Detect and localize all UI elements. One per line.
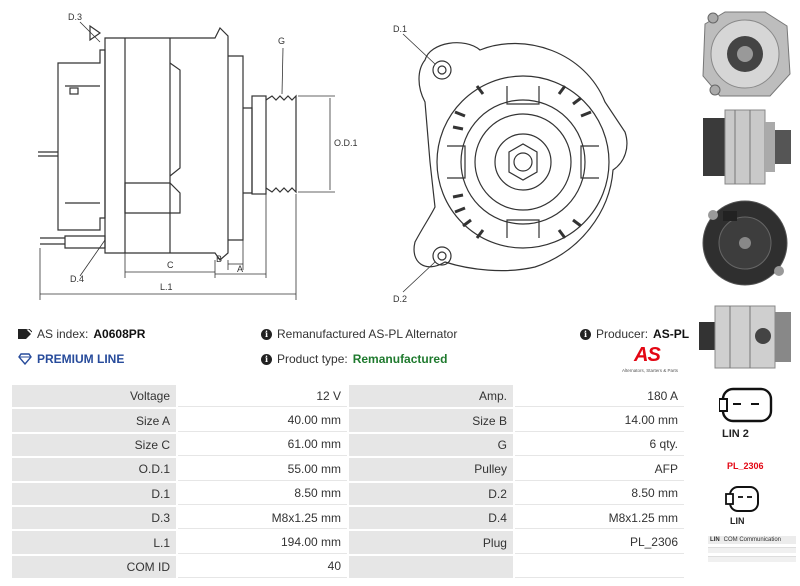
premium-line-badge: PREMIUM LINE bbox=[18, 352, 124, 366]
spec-label: D.4 bbox=[349, 506, 513, 530]
lin2-connector-icon bbox=[719, 387, 773, 423]
premium-line-label: PREMIUM LINE bbox=[37, 352, 125, 366]
spec-label: Voltage bbox=[12, 385, 176, 408]
spec-value: 55.00 mm bbox=[178, 458, 348, 481]
tag-icon bbox=[18, 329, 32, 339]
product-photo-front bbox=[702, 11, 791, 97]
as-index-label: AS index: bbox=[37, 327, 89, 341]
lin-label: LIN bbox=[730, 516, 745, 526]
info-icon: i bbox=[261, 328, 272, 340]
label-c: C bbox=[167, 260, 174, 270]
spec-value: 194.00 mm bbox=[178, 531, 348, 554]
lin-connector-icon bbox=[725, 486, 759, 512]
brand-tagline: Alternators, Starters & Parts bbox=[622, 368, 679, 373]
label-l1: L.1 bbox=[160, 282, 173, 292]
product-title-text: Remanufactured AS-PL Alternator bbox=[277, 327, 458, 341]
spec-value: M8x1.25 mm bbox=[514, 506, 684, 530]
spec-label: Size B bbox=[349, 409, 513, 432]
diamond-icon bbox=[18, 353, 32, 365]
spec-label: Size A bbox=[12, 409, 176, 432]
product-type-label: Product type: bbox=[277, 352, 348, 366]
spec-label: COM ID bbox=[12, 555, 176, 579]
spec-value: M8x1.25 mm bbox=[178, 506, 348, 530]
spec-value: 40 bbox=[178, 555, 348, 579]
as-index-value: A0608PR bbox=[93, 327, 146, 341]
brand-logo: AS Alternators, Starters & Parts bbox=[622, 344, 688, 376]
spec-label: O.D.1 bbox=[12, 458, 176, 481]
spec-label: Pulley bbox=[349, 458, 513, 481]
spec-value: 180 A bbox=[514, 385, 684, 408]
spec-label: L.1 bbox=[12, 531, 176, 554]
legend-divider bbox=[708, 547, 796, 553]
product-type: i Product type: Remanufactured bbox=[261, 352, 447, 366]
spec-value: 6 qty. bbox=[514, 433, 684, 457]
lin2-label: LIN 2 bbox=[722, 428, 749, 440]
spec-value: 14.00 mm bbox=[514, 409, 684, 432]
product-photo-side bbox=[703, 109, 791, 185]
spec-label bbox=[349, 555, 513, 579]
spec-value: 12 V bbox=[178, 385, 348, 408]
spec-label: Plug bbox=[349, 531, 513, 554]
label-d1: D.1 bbox=[393, 24, 407, 34]
as-index: AS index: A0608PR bbox=[18, 327, 145, 341]
spec-value: 8.50 mm bbox=[514, 482, 684, 505]
label-d3: D.3 bbox=[68, 12, 82, 22]
legend-code: LIN bbox=[710, 537, 720, 543]
spec-label: G bbox=[349, 433, 513, 457]
product-title: i Remanufactured AS-PL Alternator bbox=[261, 327, 457, 341]
producer-value: AS-PL bbox=[653, 327, 690, 341]
info-icon: i bbox=[261, 353, 272, 365]
spec-label: Amp. bbox=[349, 385, 513, 408]
spec-value: AFP bbox=[514, 458, 684, 481]
spec-label: D.3 bbox=[12, 506, 176, 530]
spec-value bbox=[514, 555, 684, 579]
spec-label: Size C bbox=[12, 433, 176, 457]
spec-label: D.2 bbox=[349, 482, 513, 505]
front-view-drawing: D.1 D.2 bbox=[393, 24, 628, 304]
producer: i Producer: AS-PL bbox=[580, 327, 689, 341]
plug-code-label: PL_2306 bbox=[727, 461, 764, 471]
side-view-drawing: D.3 G O.D.1 B A C L.1 D.4 bbox=[38, 12, 358, 300]
product-photo-angle bbox=[699, 305, 791, 369]
legend-divider bbox=[708, 556, 796, 562]
label-d2: D.2 bbox=[393, 294, 407, 304]
brand-logo-mark: AS bbox=[634, 344, 661, 366]
spec-label: D.1 bbox=[12, 482, 176, 505]
spec-value: PL_2306 bbox=[514, 531, 684, 554]
spec-value: 8.50 mm bbox=[178, 482, 348, 505]
label-od1: O.D.1 bbox=[334, 138, 358, 148]
legend-text: COM Communication bbox=[723, 537, 782, 543]
info-icon: i bbox=[580, 328, 591, 340]
label-a: A bbox=[237, 264, 243, 274]
label-g: G bbox=[278, 36, 285, 46]
spec-value: 40.00 mm bbox=[178, 409, 348, 432]
label-b: B bbox=[216, 254, 222, 264]
product-type-value: Remanufactured bbox=[352, 352, 448, 366]
spec-value: 61.00 mm bbox=[178, 433, 348, 457]
product-photo-rear bbox=[702, 200, 788, 286]
producer-label: Producer: bbox=[596, 327, 649, 341]
label-d4: D.4 bbox=[70, 274, 84, 284]
